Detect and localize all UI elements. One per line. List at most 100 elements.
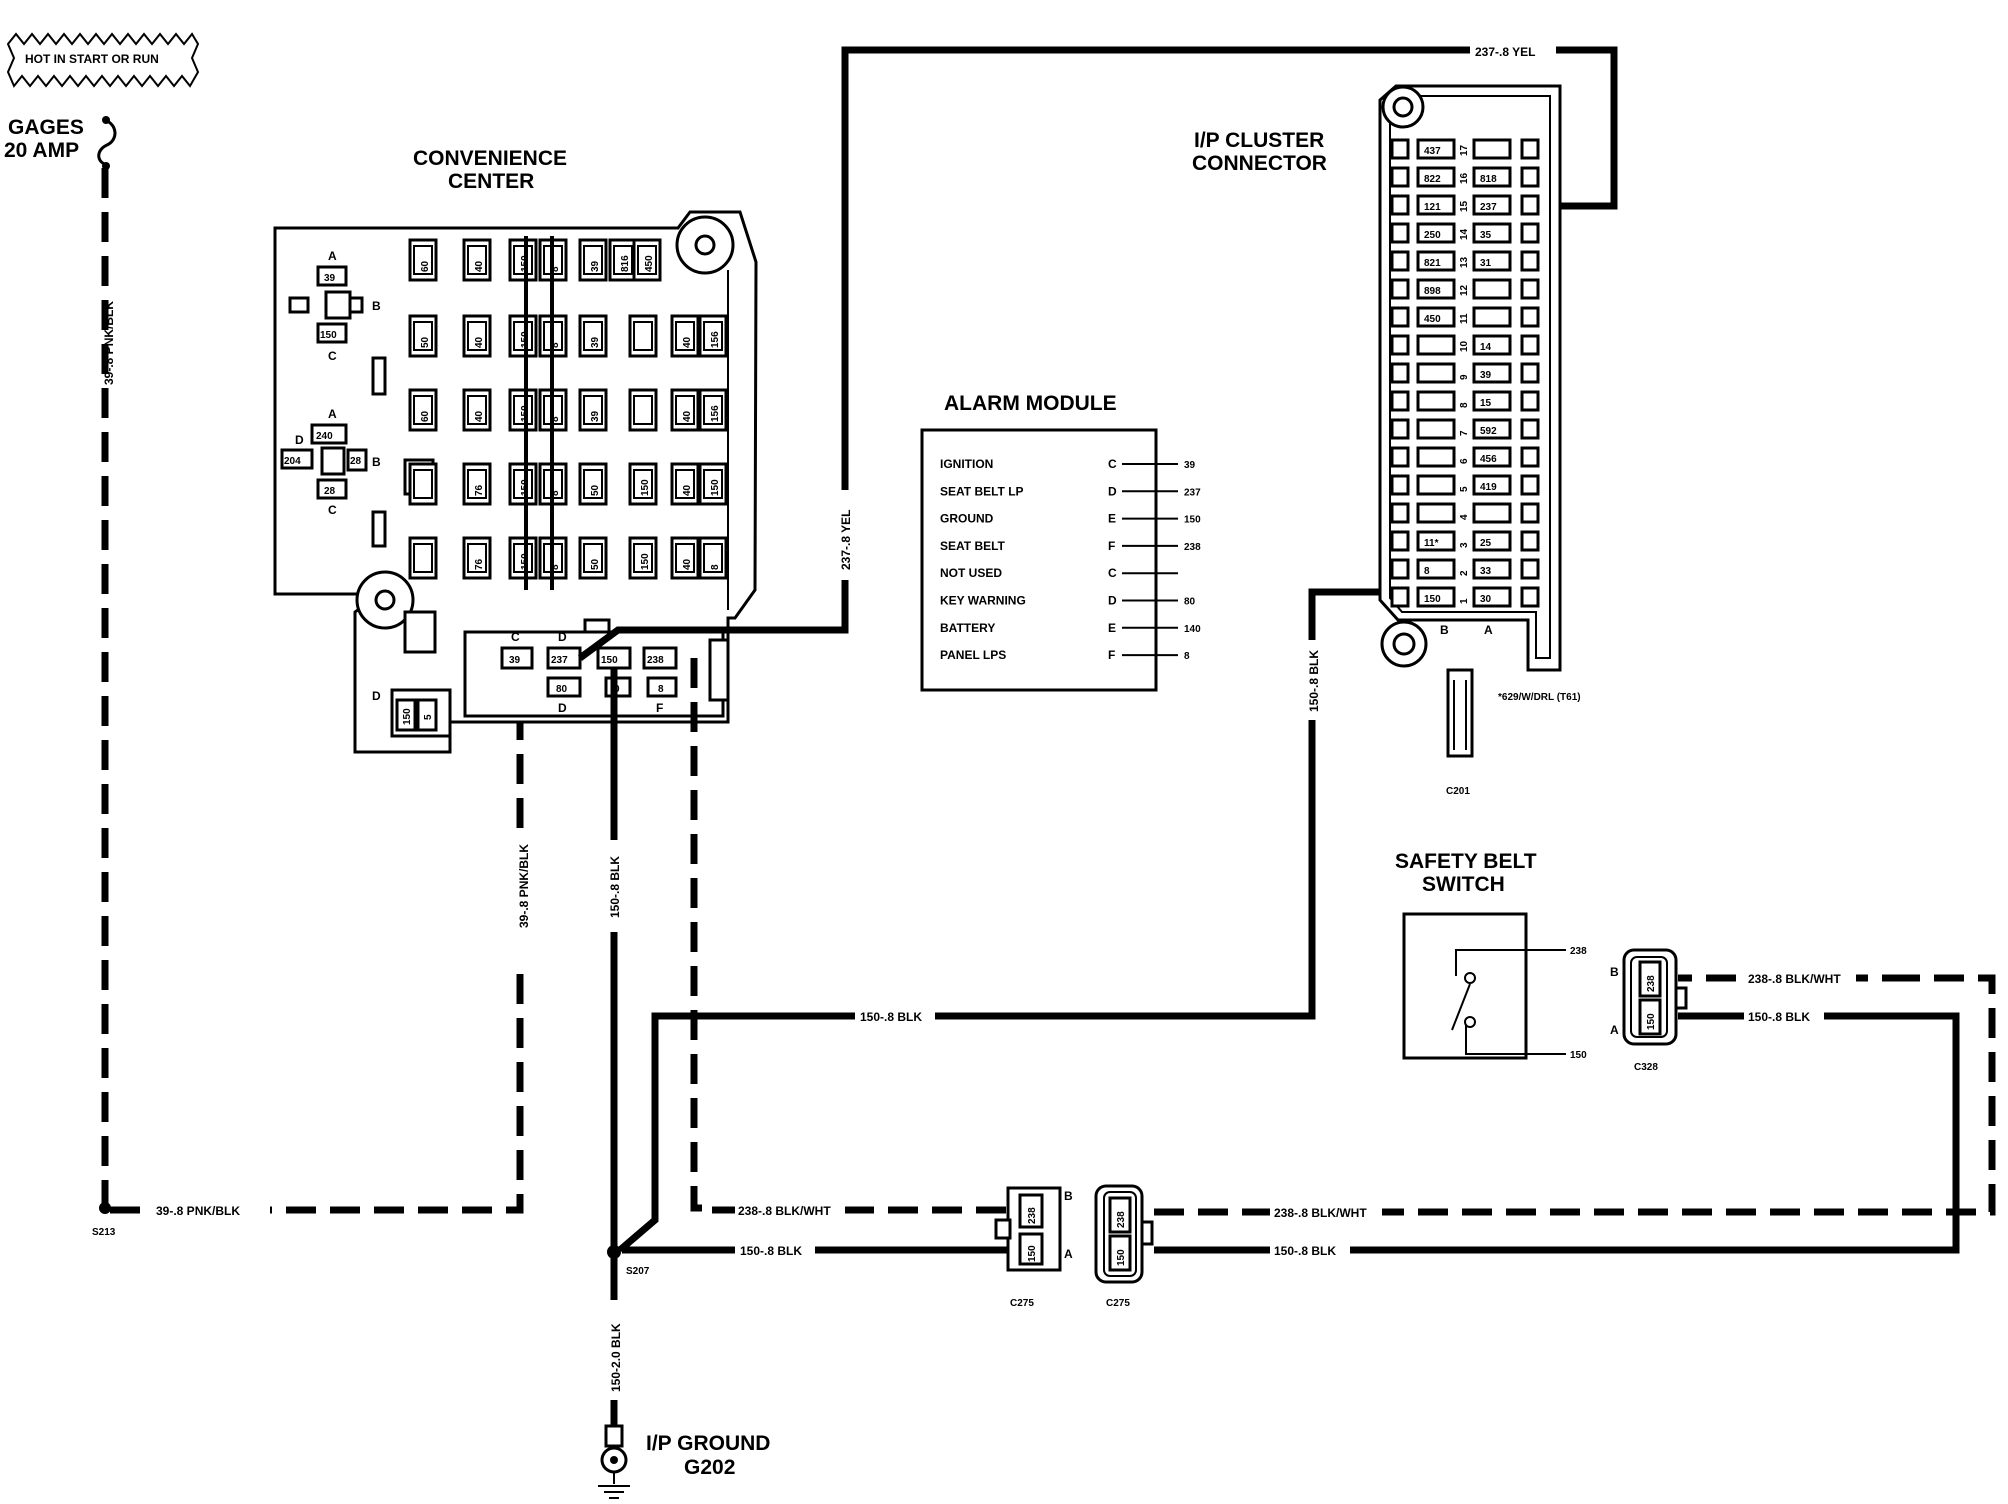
c328-a-label: A: [1610, 1023, 1619, 1037]
cluster-side-cell-right: [1520, 502, 1540, 524]
cluster-pin-a: [1472, 502, 1512, 524]
cc-fuse: 40: [670, 314, 700, 358]
ground-symbol: [598, 1424, 630, 1499]
sb-pin-238: 238: [1570, 946, 1587, 957]
cluster-pin-a-text: 33: [1480, 566, 1492, 577]
cc-fuse: 40: [462, 238, 492, 282]
alarm-row-label: SEAT BELT: [940, 539, 1006, 553]
cc-fuse: 150: [508, 314, 538, 358]
alarm-row-wire: 8: [1184, 651, 1190, 662]
cc-fuse: 50: [578, 462, 608, 506]
fuse-gages: GAGES 20 AMP: [4, 116, 117, 170]
cc-fuse-value: 40: [474, 410, 485, 422]
cc-fuse-inner: [583, 469, 603, 499]
alarm-module-body: [920, 428, 1158, 692]
cluster-side-cell-right: [1520, 306, 1540, 328]
cluster-pin-num: 11: [1459, 313, 1470, 324]
c275-left-id: C275: [1010, 1298, 1034, 1309]
cc-fuse-inner: [675, 543, 695, 573]
cc-fuse-inner: [467, 245, 487, 275]
cc-fuse: 39: [578, 238, 608, 282]
hot-tag: HOT IN START OR RUN: [6, 32, 200, 88]
cluster-pin-b: [1416, 334, 1456, 356]
c328-b-label: B: [1610, 965, 1619, 979]
cc-fuse-value: 76: [474, 558, 485, 570]
cc-fuse: 40: [462, 388, 492, 432]
cc-fuse-inner: [703, 395, 723, 425]
alarm-row-label: BATTERY: [940, 621, 995, 635]
cluster-title-line2: CONNECTOR: [1192, 152, 1327, 175]
splice-s207-label: S207: [626, 1266, 650, 1277]
cc-fuse-value: 40: [682, 484, 693, 496]
cluster-pin-a-text: 31: [1480, 258, 1492, 269]
splice-s213: [99, 1202, 111, 1214]
cluster-pin-b: [1416, 194, 1456, 216]
relay2-label-d: D: [295, 433, 304, 447]
cc-fuse-value: 40: [682, 558, 693, 570]
cluster-side-cell-right: [1520, 558, 1540, 580]
cc-lower-c-label: C: [511, 630, 520, 644]
cluster-side-cell-right: [1520, 222, 1540, 244]
wire-150-ground-label: 150-2.0 BLK: [609, 1323, 623, 1392]
cluster-col-b: B: [1440, 623, 1449, 637]
ground-label-line1: I/P GROUND: [646, 1432, 770, 1455]
cc-fuse-value: 156: [710, 405, 721, 422]
cc-lower-f-label: F: [656, 701, 663, 715]
cluster-side-cell-left: [1390, 306, 1410, 328]
convenience-center: CONVENIENCE CENTER A 39 B 150 C A D 240 …: [273, 147, 758, 754]
relay1-pin2: 150: [320, 330, 337, 341]
alarm-row-label: IGNITION: [940, 457, 993, 471]
alarm-row-wire: 237: [1184, 487, 1201, 498]
cc-fuse-inner: [413, 469, 433, 499]
cluster-pin-b: [1416, 474, 1456, 496]
cluster-pin-num: 15: [1459, 200, 1470, 212]
cluster-side-cell-left: [1390, 418, 1410, 440]
cluster-title-line1: I/P CLUSTER: [1194, 129, 1324, 152]
connector-c275-right: 238 150 C275: [1094, 1184, 1154, 1309]
safety-belt-switch: SAFETY BELT SWITCH 238 150: [1395, 850, 1587, 1061]
cluster-pin-a: [1472, 278, 1512, 300]
cc-fuse: [628, 314, 658, 358]
cluster-pin-row: 4: [1390, 502, 1540, 524]
sb-contact-bottom: [1464, 1016, 1476, 1028]
cc-fuse-value: 60: [420, 260, 431, 272]
cluster-pin-a: [1472, 362, 1512, 384]
cc-fuse-value: 76: [474, 484, 485, 496]
wire-39-vertical-label: 39-.8 PNK/BLK: [102, 301, 116, 385]
cc-fuse-value: 8: [550, 342, 561, 348]
cluster-pin-b: [1416, 222, 1456, 244]
relay2-pin3: 28: [350, 456, 362, 467]
cluster-side-cell-right: [1520, 250, 1540, 272]
cc-fuse-inner: [675, 395, 695, 425]
cc-fuse-inner: [633, 543, 653, 573]
splice-s213-label: S213: [92, 1227, 116, 1238]
cc-fuse: [408, 462, 438, 506]
cluster-pin-num: 14: [1459, 228, 1470, 240]
cc-fuse-inner: [413, 321, 433, 351]
alarm-row-pin: D: [1108, 484, 1117, 498]
cluster-pin-a-text: 25: [1480, 538, 1492, 549]
cluster-harness: [1446, 668, 1474, 758]
c275-left-pin-238: [1018, 1193, 1044, 1229]
cc-fuse: 150: [508, 238, 538, 282]
c275-right-pin-150: [1108, 1234, 1132, 1272]
cc-side-d-label: D: [372, 689, 381, 703]
cluster-side-cell-left: [1390, 558, 1410, 580]
cluster-pin-a: [1472, 166, 1512, 188]
cc-fuse-value: 50: [420, 336, 431, 348]
cc-fuse-value: 450: [644, 255, 655, 272]
c275-right-tab: [1140, 1220, 1154, 1246]
cluster-pin-a: [1472, 222, 1512, 244]
cc-fuse: 150: [508, 536, 538, 580]
alarm-row-wire: 140: [1184, 624, 1201, 635]
cc-side-connector: [403, 610, 437, 654]
cluster-side-cell-right: [1520, 446, 1540, 468]
